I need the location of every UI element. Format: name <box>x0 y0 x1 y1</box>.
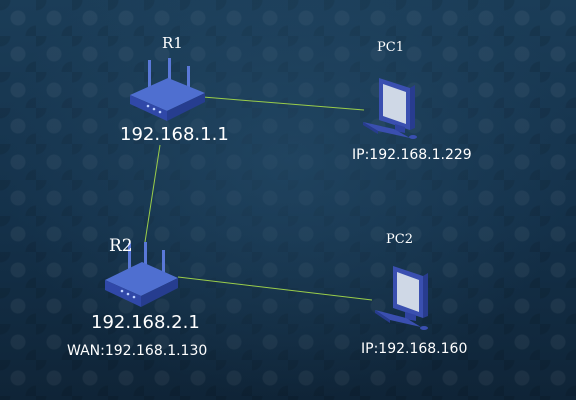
router-r1-name: R1 <box>162 34 183 52</box>
router-r2-icon <box>105 242 178 307</box>
link-r1-r2 <box>144 144 161 243</box>
pc2-name: PC2 <box>386 232 413 247</box>
router-r2-name: R2 <box>109 236 133 256</box>
link-r2-pc2 <box>177 276 373 301</box>
router-r1-icon <box>130 58 205 121</box>
pc2-ip: IP:192.168.160 <box>361 341 468 357</box>
router-r2-ip: 192.168.2.1 <box>91 312 200 333</box>
pc1-name: PC1 <box>377 40 404 55</box>
router-r2-wan: WAN:192.168.1.130 <box>67 343 208 359</box>
router-r1-ip: 192.168.1.1 <box>120 124 229 145</box>
link-r1-pc1 <box>202 96 365 111</box>
pc1-ip: IP:192.168.1.229 <box>352 147 472 163</box>
pc2-icon <box>375 266 428 330</box>
pc1-icon <box>363 78 417 139</box>
